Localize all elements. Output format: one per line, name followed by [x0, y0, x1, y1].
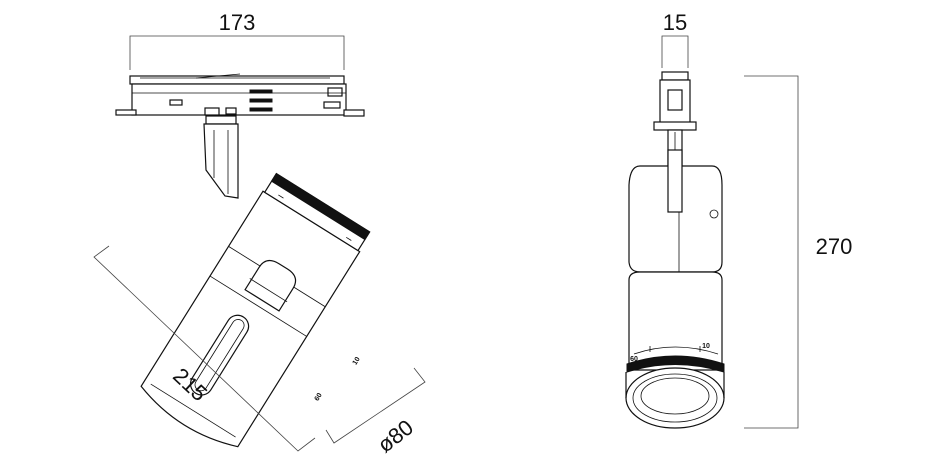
dimension-track-width-label: 173 [219, 10, 256, 35]
dimension-diameter-label: ø80 [373, 415, 418, 458]
dimension-height-label: 270 [816, 234, 853, 259]
scale-mark-front-60: 60 [630, 356, 638, 363]
scale-mark-10: 10 [352, 356, 362, 366]
track-adapter [115, 73, 365, 117]
spotlight-body [140, 172, 371, 448]
scale-mark-front-10: 10 [702, 343, 710, 350]
dimension-height: 270 [744, 75, 853, 429]
front-view: 15 [625, 10, 853, 429]
scale-mark-60: 60 [314, 392, 324, 402]
dimension-adapter-width-label: 15 [663, 10, 687, 35]
dimension-track-width: 173 [129, 10, 345, 70]
front-body-lower [626, 271, 725, 373]
front-body-upper [628, 149, 723, 273]
side-view: 173 [93, 10, 426, 458]
dimension-adapter-width: 15 [661, 10, 689, 68]
lens-ring [625, 367, 725, 429]
mounting-arm [203, 115, 239, 199]
dimension-diameter: ø80 [325, 367, 426, 458]
